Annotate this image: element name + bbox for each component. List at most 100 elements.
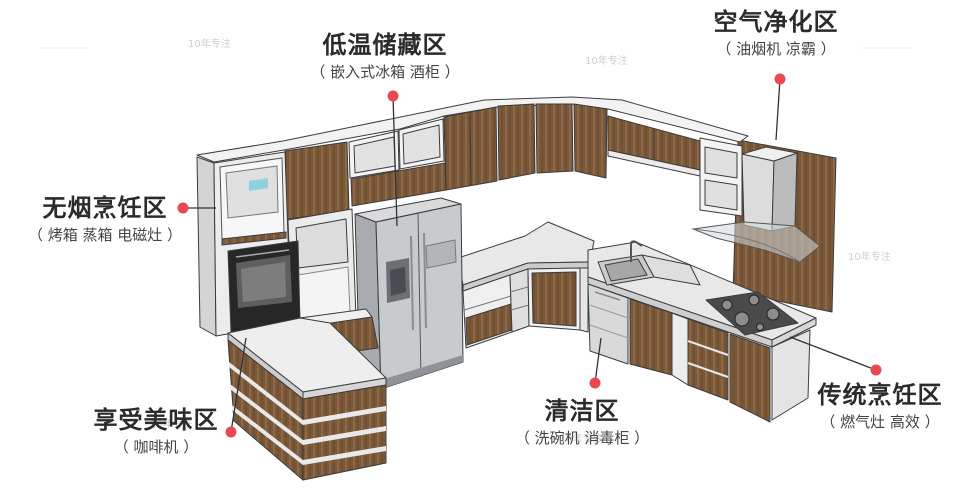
wall-cabinet-door [497, 103, 536, 181]
zone-title: 低温储藏区 [322, 31, 448, 59]
watermark: 10年专注 [585, 54, 628, 67]
corner-cabinet-door [531, 271, 577, 327]
steam-oven-panel [225, 165, 279, 219]
bar-stripe [232, 405, 303, 465]
wall-cabinet-door [535, 103, 574, 174]
corner-panel [579, 267, 589, 333]
hood-chimney-front [741, 153, 775, 232]
water-dispenser-inner [390, 267, 406, 296]
zone-title: 享受美味区 [93, 406, 219, 434]
wall-cabinet-door [573, 103, 608, 179]
door-split-line [469, 111, 472, 186]
zone-subtitle: （ 嵌入式冰箱 酒柜 ） [310, 63, 460, 81]
open-shelf-inner [704, 179, 738, 211]
bar-stripe [230, 384, 303, 445]
drawer-divider [687, 362, 729, 378]
fridge-handle [410, 235, 414, 331]
leader-line-traditional-cooking [789, 336, 877, 371]
tower-side [196, 156, 217, 337]
leader-line-cold-storage [392, 95, 398, 227]
cabinet-gap-panel [671, 312, 689, 386]
steam-oven-display [249, 178, 268, 191]
leader-line-dining [230, 337, 247, 433]
callouts [177, 73, 882, 438]
dishwasher-line [589, 304, 629, 319]
open-shelf-inner [704, 146, 738, 179]
watermark: 10年专注 [848, 250, 891, 263]
zone-title: 传统烹饪区 [817, 381, 943, 409]
watermark: 10年专注 [150, 417, 193, 430]
fridge-door-split [417, 212, 422, 378]
hood-chimney-side [771, 152, 798, 232]
zone-title: 无烟烹饪区 [42, 194, 168, 222]
watermark: 10年专注 [188, 37, 231, 50]
sink-basin [604, 258, 648, 282]
oven-handle [235, 249, 290, 258]
bar-stripe [303, 426, 386, 445]
zone-subtitle: （ 咖啡机 ） [113, 438, 199, 456]
marker-dot [177, 202, 189, 214]
stove-burner [721, 299, 733, 311]
stove-burner [756, 323, 764, 331]
zone-title: 清洁区 [544, 397, 620, 425]
zone-label-air-purification: 空气净化区 （ 油烟机 凉霸 ） [714, 8, 839, 59]
middle-cabinet-door [297, 266, 351, 319]
range-hood [691, 146, 821, 263]
oven-window-inner [241, 262, 286, 302]
zone-title: 空气净化区 [713, 8, 839, 36]
fridge-control-panel [425, 239, 457, 269]
bar-front-face [302, 384, 387, 481]
stove-burner [748, 294, 760, 306]
stove-burner [766, 307, 780, 321]
zone-label-cold-storage: 低温储藏区 （ 嵌入式冰箱 酒柜 ） [310, 31, 459, 82]
zone-label-dining: 享受美味区 （ 咖啡机 ） [94, 406, 219, 457]
marker-dot [589, 377, 601, 389]
dishwasher-handle [594, 291, 621, 301]
refrigerator [354, 197, 464, 390]
cabinet-top-cornice [196, 96, 749, 163]
right-countertop-end [771, 317, 817, 348]
zone-subtitle: （ 洗碗机 消毒柜 ） [514, 429, 650, 447]
zone-subtitle: （ 燃气灶 高效 ） [820, 413, 940, 431]
drawer-divider [687, 340, 729, 356]
marker-dot [387, 90, 399, 102]
hood-canopy-edge [692, 228, 801, 263]
appliance-tower [196, 151, 301, 337]
side-shelving [509, 268, 530, 333]
wall-cabinet-door [284, 141, 350, 220]
zone-label-smokeless-cooking: 无烟烹饪区 （ 烤箱 蒸箱 电磁灶 ） [28, 194, 182, 245]
shelf-line [510, 304, 530, 311]
base-cabinet-door [629, 298, 673, 376]
fridge-handle [423, 232, 427, 329]
faucet-icon [630, 240, 643, 262]
bar-stripe [229, 362, 303, 425]
middle-open-shelf [295, 218, 349, 269]
middle-cabinet [287, 208, 357, 326]
fridge-base [381, 355, 463, 389]
zone-subtitle: （ 油烟机 凉霸 ） [716, 40, 836, 58]
leader-line-air-purification [775, 78, 781, 141]
shelf-line [463, 295, 512, 311]
marker-dot [225, 426, 237, 438]
end-side-panel [771, 329, 811, 421]
back-counter [457, 221, 595, 349]
marker-dot [774, 73, 786, 85]
dishwasher [587, 283, 629, 365]
zone-subtitle: （ 烤箱 蒸箱 电磁灶 ） [27, 226, 183, 244]
open-cubby-inner [402, 124, 441, 165]
drawer-stack [687, 318, 729, 401]
right-counter [587, 240, 817, 423]
bar-stripe [303, 446, 386, 465]
wall-cabinets [196, 96, 749, 220]
zone-label-cleaning: 清洁区 （ 洗碗机 消毒柜 ） [515, 397, 649, 448]
shelf-line [509, 286, 529, 293]
leader-line-cleaning [594, 337, 602, 384]
base-cabinet-door [729, 333, 771, 423]
hood-chimney-top [741, 146, 798, 162]
marker-dot [870, 364, 882, 376]
stove-burner [734, 311, 750, 327]
bar-stripe [303, 406, 386, 425]
zone-label-traditional-cooking: 传统烹饪区 （ 燃气灶 高效 ） [818, 381, 943, 432]
